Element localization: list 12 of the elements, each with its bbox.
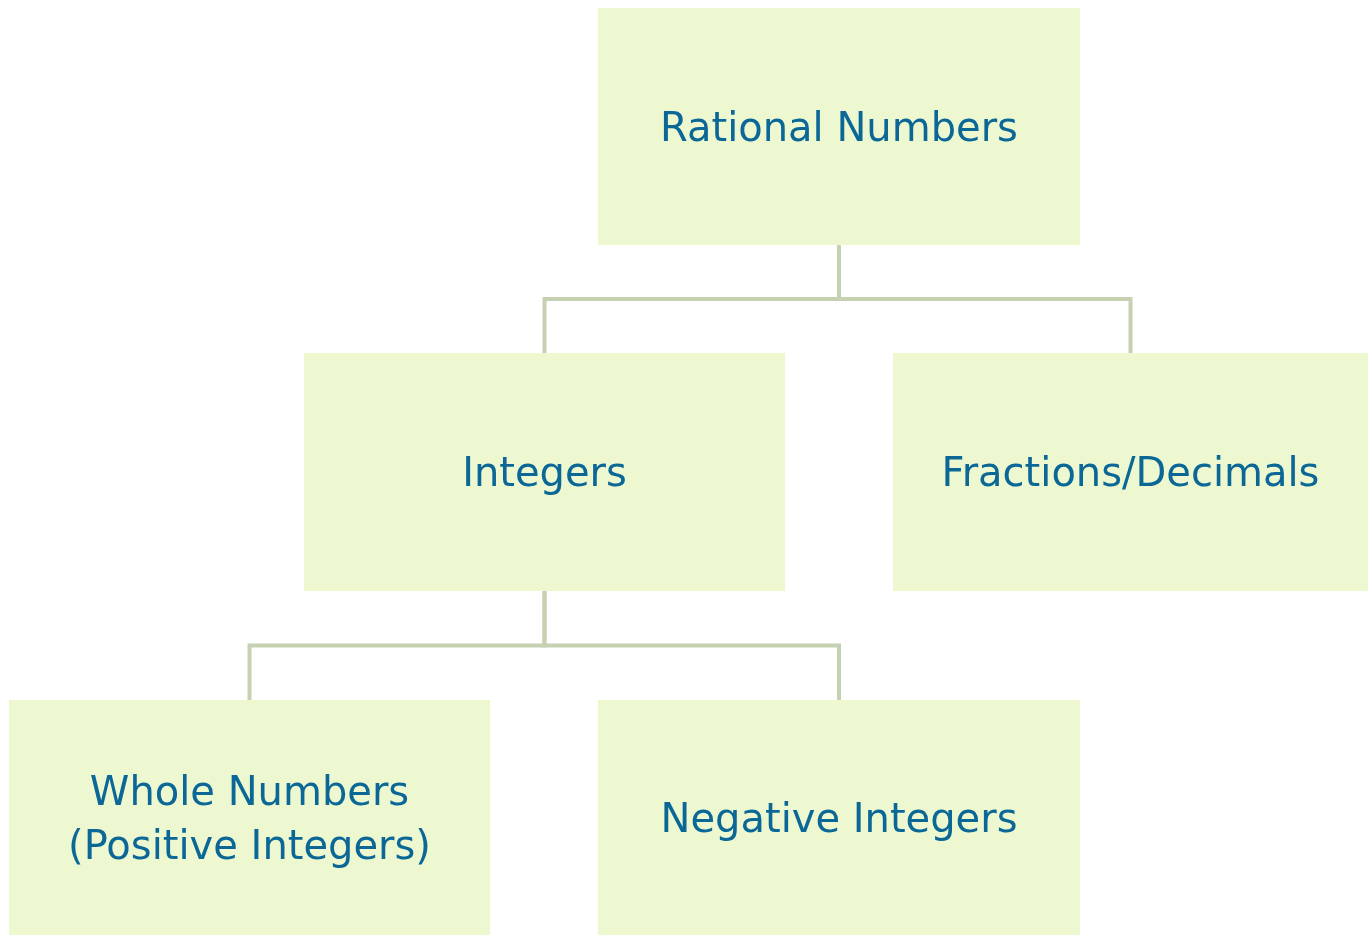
category-label: Rational Numbers [660,102,1018,152]
category-label: Fractions/Decimals [941,448,1320,497]
category-label: Integers [462,448,627,497]
category-box [9,700,490,935]
category-box [893,353,1368,591]
connector-line [837,245,1133,353]
category-label: Whole Numbers (Positive Integers) [67,766,432,870]
category-box [304,353,785,591]
category-box [598,700,1080,935]
category-label: Negative Integers [660,793,1018,843]
connector-line [542,591,841,700]
category-box [598,8,1080,245]
